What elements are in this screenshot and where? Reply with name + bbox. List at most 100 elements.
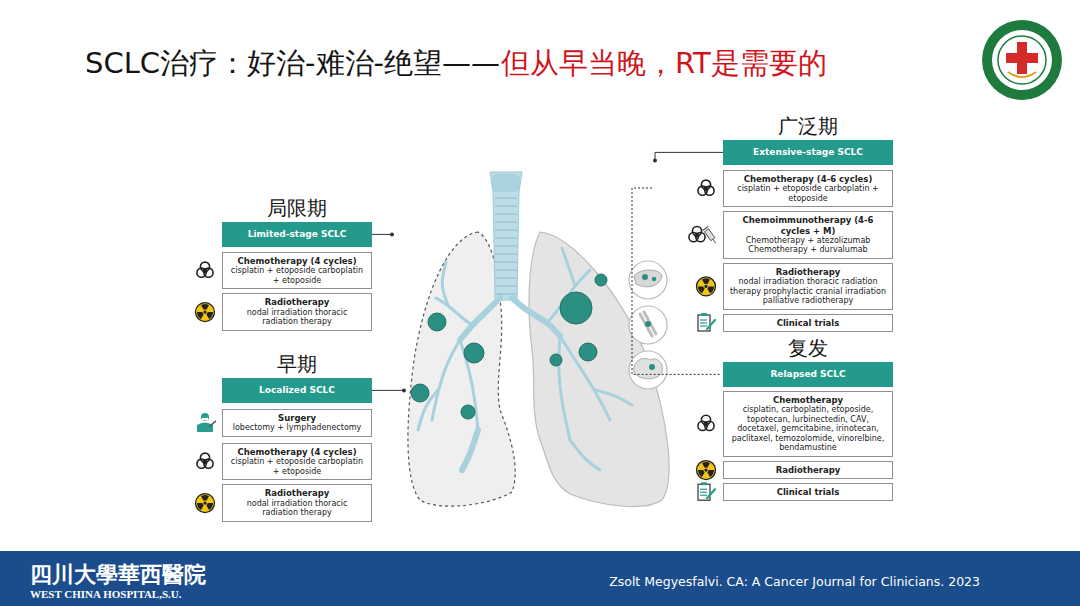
tumor [560,292,592,324]
clipboard-line [700,489,707,490]
radiation-blade [702,278,710,284]
title-emphasis: 但从早当晚，RT是需要的 [501,44,827,84]
treatment-detail: lobectomy + lymphadenectomy [228,423,366,433]
trachea-ring [495,213,517,215]
radiation-center [203,501,206,504]
citation-caption: Zsolt Megyesfalvi. CA: A Cancer Journal … [609,574,980,589]
liver-metastasis [642,274,648,280]
trachea-ring [495,237,517,239]
biohazard-core [704,187,708,191]
treatment-box: Chemotherapy (4 cycles)cisplatin + etopo… [222,443,372,480]
treatment-detail: cisplatin, carboplatin, etoposide, topot… [729,405,887,453]
biohazard-core [203,460,207,464]
biohazard-lobe [197,268,206,277]
treatment-detail: nodal irradiation thoracic radiation the… [228,308,366,327]
radiation-blade [201,495,209,501]
trachea-ring [495,261,517,263]
treatment-title: Clinical trials [729,318,887,328]
lung-illustration [408,172,669,507]
radiation-disc [697,461,716,480]
biohazard-lobe [698,421,707,430]
radiation-center [704,285,707,288]
hospital-name-en: WEST CHINA HOSPITAL,S.U. [30,588,182,600]
clipboard-clip [701,313,707,316]
treatment-detail: nodal irradiation thoracic radiation the… [228,499,366,518]
surgeon-body [197,422,213,432]
radiation-blade [206,503,213,510]
trachea-ring [495,205,517,207]
scalpel [209,421,216,427]
treatment-title: Chemotherapy (4-6 cycles) [729,174,887,184]
syringe-needle [713,239,716,243]
bronchus [462,430,478,470]
leader-dot [390,232,394,236]
radiation-disc [196,303,215,322]
tumor [550,354,562,366]
leader-dot [402,388,406,392]
syringe-icon [703,227,719,246]
stage-heading: 广泛期 [703,115,913,137]
bronchus [595,390,632,405]
biohazard-icon [197,262,213,277]
larynx [492,174,520,192]
bronchus [570,440,600,470]
treatment-title: Radiotherapy [729,267,887,277]
logo-ribbon [1008,72,1036,77]
left-lung-outline [529,232,669,507]
treatment-box: Clinical trials [723,314,893,332]
syringe-plunger [703,227,709,231]
radiation-icon [697,277,716,296]
radiation-center [704,468,707,471]
treatment-box: Radiotherapynodal irradiation thoracic r… [222,293,372,330]
bronchus [442,262,448,305]
radiation-blade [206,312,213,319]
metastasis-bracket [632,188,721,374]
clipboard-line [700,495,707,496]
bronchus [562,248,575,285]
radiation-blade [197,312,204,319]
biohazard-icon [197,453,213,468]
footer-bar [0,551,1080,606]
trachea [490,172,522,300]
leader-dot [653,158,657,162]
stage-header: 广泛期Extensive-stage SCLC [723,140,893,165]
stage-heading: 早期 [202,353,392,375]
treatment-box: Radiotherapynodal irradiation thoracic r… [222,484,372,521]
treatment-box: Radiotherapynodal irradiation thoracic r… [723,263,893,310]
radiation-icon [697,461,716,480]
stage-name: Localized SCLC [226,385,368,396]
biohazard-core [203,269,207,273]
biohazard-icon [698,415,714,430]
radiation-blade [707,286,714,293]
logo-inner [992,30,1052,90]
liver [634,270,662,287]
treatment-title: Chemotherapy [729,395,887,405]
brain-metastasis [649,364,655,370]
biohazard-lobe [698,186,707,195]
treatment-box: Chemotherapy (4 cycles)cisplatin + etopo… [222,252,372,289]
clipboard-clip [701,482,707,485]
treatment-title: Chemoimmunotherapy (4-6 cycles + M) [729,215,887,235]
stage-header: 局限期Limited-stage SCLC [222,222,372,247]
tumor [464,343,484,363]
clipboard-line [700,322,707,323]
treatment-detail: cisplatin + etoposide carboplatin + etop… [228,266,366,285]
radiation-blade [698,286,705,293]
treatment-title: Radiotherapy [228,488,366,498]
tumor [595,274,607,286]
clipboard-line [700,319,707,320]
stage-header: 早期Localized SCLC [222,378,372,403]
logo-cross [1006,53,1038,63]
bone-metastasis [645,321,651,327]
logo-ring [982,20,1062,100]
pen [707,320,715,329]
clinical-trial-icon [698,482,715,500]
treatment-detail: cisplatin + etoposide carboplatin + etop… [228,457,366,476]
biohazard-core [704,422,708,426]
radiation-disc [196,494,215,513]
leader-line [372,234,392,235]
treatment-box: Surgerylobectomy + lymphadenectomy [222,409,372,437]
treatment-title: Chemotherapy (4 cycles) [228,447,366,457]
trachea-ring [495,277,517,279]
